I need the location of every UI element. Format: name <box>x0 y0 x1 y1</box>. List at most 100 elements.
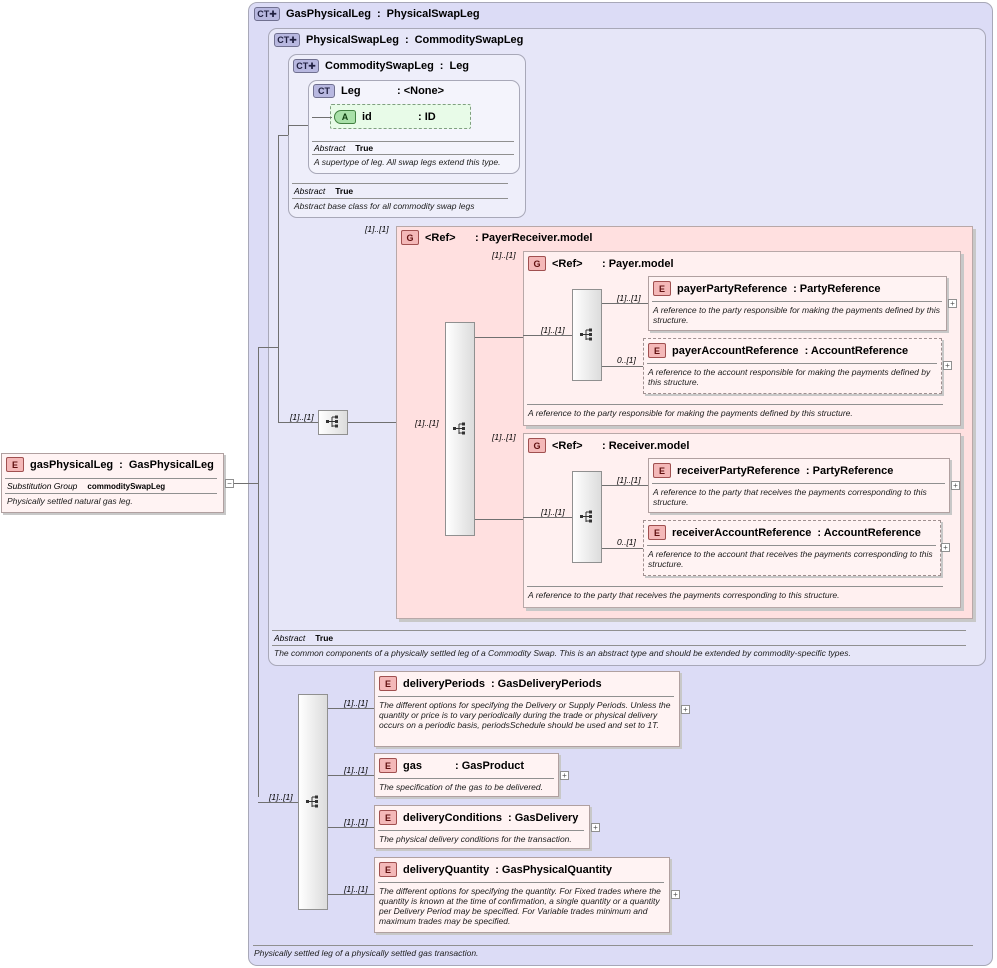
expand-toggle[interactable]: + <box>948 299 957 308</box>
leg-doc: A supertype of leg. All swap legs extend… <box>314 157 501 167</box>
attribute-icon: A <box>334 110 356 124</box>
expand-toggle[interactable]: + <box>560 771 569 780</box>
element-name: receiverAccountReference <box>672 526 812 539</box>
group-name: : Receiver.model <box>602 439 690 452</box>
element-type: : GasProduct <box>455 759 525 772</box>
gas-title: E gas : GasProduct <box>379 758 524 773</box>
payer-party-reference-doc: A reference to the party responsible for… <box>653 305 940 325</box>
delivery-conditions-doc: The physical delivery conditions for the… <box>379 834 572 844</box>
element-icon: E <box>379 758 397 773</box>
commodity-swap-leg-type-header[interactable]: CT✚ CommoditySwapLeg : Leg <box>293 59 469 73</box>
expand-toggle[interactable]: + <box>943 361 952 370</box>
divider <box>378 830 584 831</box>
base-type-name: CommoditySwapLeg <box>414 34 524 46</box>
collapse-toggle[interactable]: − <box>225 479 234 488</box>
root-element-title: E gasPhysicalLeg : GasPhysicalLeg <box>6 457 214 472</box>
payer-party-ref-mult: [1]..[1] <box>617 293 641 303</box>
root-element-gas-physical-leg[interactable] <box>1 453 224 513</box>
divider <box>292 183 508 184</box>
commodity-swap-leg-doc: Abstract base class for all commodity sw… <box>294 201 475 211</box>
sequence-icon <box>580 328 592 341</box>
element-name: payerPartyReference <box>677 282 788 295</box>
physical-swap-leg-doc: The common components of a physically se… <box>274 648 851 658</box>
gas-doc: The specification of the gas to be deliv… <box>379 782 543 792</box>
payer-receiver-mult: [1]..[1] <box>365 224 389 234</box>
payer-account-reference-title: E payerAccountReference : AccountReferen… <box>648 343 908 358</box>
group-icon: G <box>528 438 546 453</box>
expand-toggle[interactable]: + <box>591 823 600 832</box>
divider <box>378 882 664 883</box>
expand-toggle[interactable]: + <box>941 543 950 552</box>
leg-type-header[interactable]: CT Leg : <None> <box>313 84 444 98</box>
physical-swap-leg-type-header[interactable]: CT✚ PhysicalSwapLeg : CommoditySwapLeg <box>274 33 523 47</box>
expand-toggle[interactable]: + <box>681 705 690 714</box>
element-name: deliveryConditions <box>403 811 503 824</box>
delivery-quantity-element[interactable] <box>374 857 670 933</box>
divider <box>5 493 217 494</box>
receiver-party-reference-element[interactable] <box>648 458 950 513</box>
sequence-icon <box>453 422 465 435</box>
payer-model-mult: [1]..[1] <box>492 250 516 260</box>
element-icon: E <box>648 525 666 540</box>
bottom-sequence-mult: [1]..[1] <box>269 792 293 802</box>
base-type-name: : <None> <box>397 85 445 97</box>
receiver-model-title: G <Ref> : Receiver.model <box>528 438 689 453</box>
element-icon: E <box>379 810 397 825</box>
divider <box>292 198 508 199</box>
delivery-periods-mult: [1]..[1] <box>344 698 368 708</box>
element-name: deliveryPeriods <box>403 677 485 690</box>
type-name: PhysicalSwapLeg <box>306 34 399 46</box>
element-type: : GasDeliveryPeriods <box>490 677 602 690</box>
element-icon: E <box>653 281 671 296</box>
outer-sequence-compositor[interactable] <box>318 410 348 435</box>
complex-type-plus-icon: CT✚ <box>293 59 319 73</box>
element-type: GasPhysicalLeg <box>128 458 214 471</box>
group-icon: G <box>528 256 546 271</box>
group-ref: <Ref> <box>425 231 456 244</box>
expand-toggle[interactable]: + <box>671 890 680 899</box>
element-type: : GasDelivery <box>508 811 579 824</box>
payer-party-reference-element[interactable] <box>648 276 947 331</box>
attribute-type: : ID <box>418 111 436 123</box>
attribute-id-label: A id : ID <box>334 110 436 124</box>
type-name: GasPhysicalLeg <box>286 8 371 20</box>
delivery-periods-doc: The different options for specifying the… <box>379 700 671 730</box>
sequence-icon <box>326 415 338 428</box>
group-ref: <Ref> <box>552 439 583 452</box>
element-icon: E <box>6 457 24 472</box>
payer-account-reference-element[interactable] <box>643 338 942 394</box>
element-type: : PartyReference <box>805 464 894 477</box>
delivery-conditions-element[interactable] <box>374 805 590 849</box>
element-type: : GasPhysicalQuantity <box>495 863 612 876</box>
receiver-account-reference-element[interactable] <box>643 520 941 576</box>
payer-model-doc: A reference to the party responsible for… <box>528 408 853 418</box>
divider <box>647 363 937 364</box>
gas-physical-leg-type-header[interactable]: CT✚ GasPhysicalLeg : PhysicalSwapLeg <box>254 7 480 21</box>
delivery-conditions-title: E deliveryConditions : GasDelivery <box>379 810 578 825</box>
delivery-periods-element[interactable] <box>374 671 680 747</box>
element-type: : PartyReference <box>793 282 881 295</box>
payer-party-reference-title: E payerPartyReference : PartyReference <box>653 281 881 296</box>
sequence-icon <box>306 795 318 808</box>
group-name: : PayerReceiver.model <box>475 231 593 244</box>
divider <box>253 945 973 946</box>
outer-sequence-mult: [1]..[1] <box>290 412 314 422</box>
complex-type-plus-icon: CT✚ <box>254 7 280 21</box>
expand-toggle[interactable]: + <box>951 481 960 490</box>
divider <box>527 586 943 587</box>
divider <box>312 141 514 142</box>
group-icon: G <box>401 230 419 245</box>
gas-element[interactable] <box>374 753 559 797</box>
receiver-model-mult: [1]..[1] <box>492 432 516 442</box>
element-name: gasPhysicalLeg <box>30 458 114 471</box>
receiver-party-reference-doc: A reference to the party that receives t… <box>653 487 927 507</box>
type-name: Leg <box>341 85 361 97</box>
gas-mult: [1]..[1] <box>344 765 368 775</box>
payer-seq-mult: [1]..[1] <box>541 325 565 335</box>
type-name: CommoditySwapLeg <box>325 60 434 72</box>
payer-receiver-model-title: G <Ref> : PayerReceiver.model <box>401 230 592 245</box>
element-icon: E <box>379 676 397 691</box>
divider <box>647 545 936 546</box>
